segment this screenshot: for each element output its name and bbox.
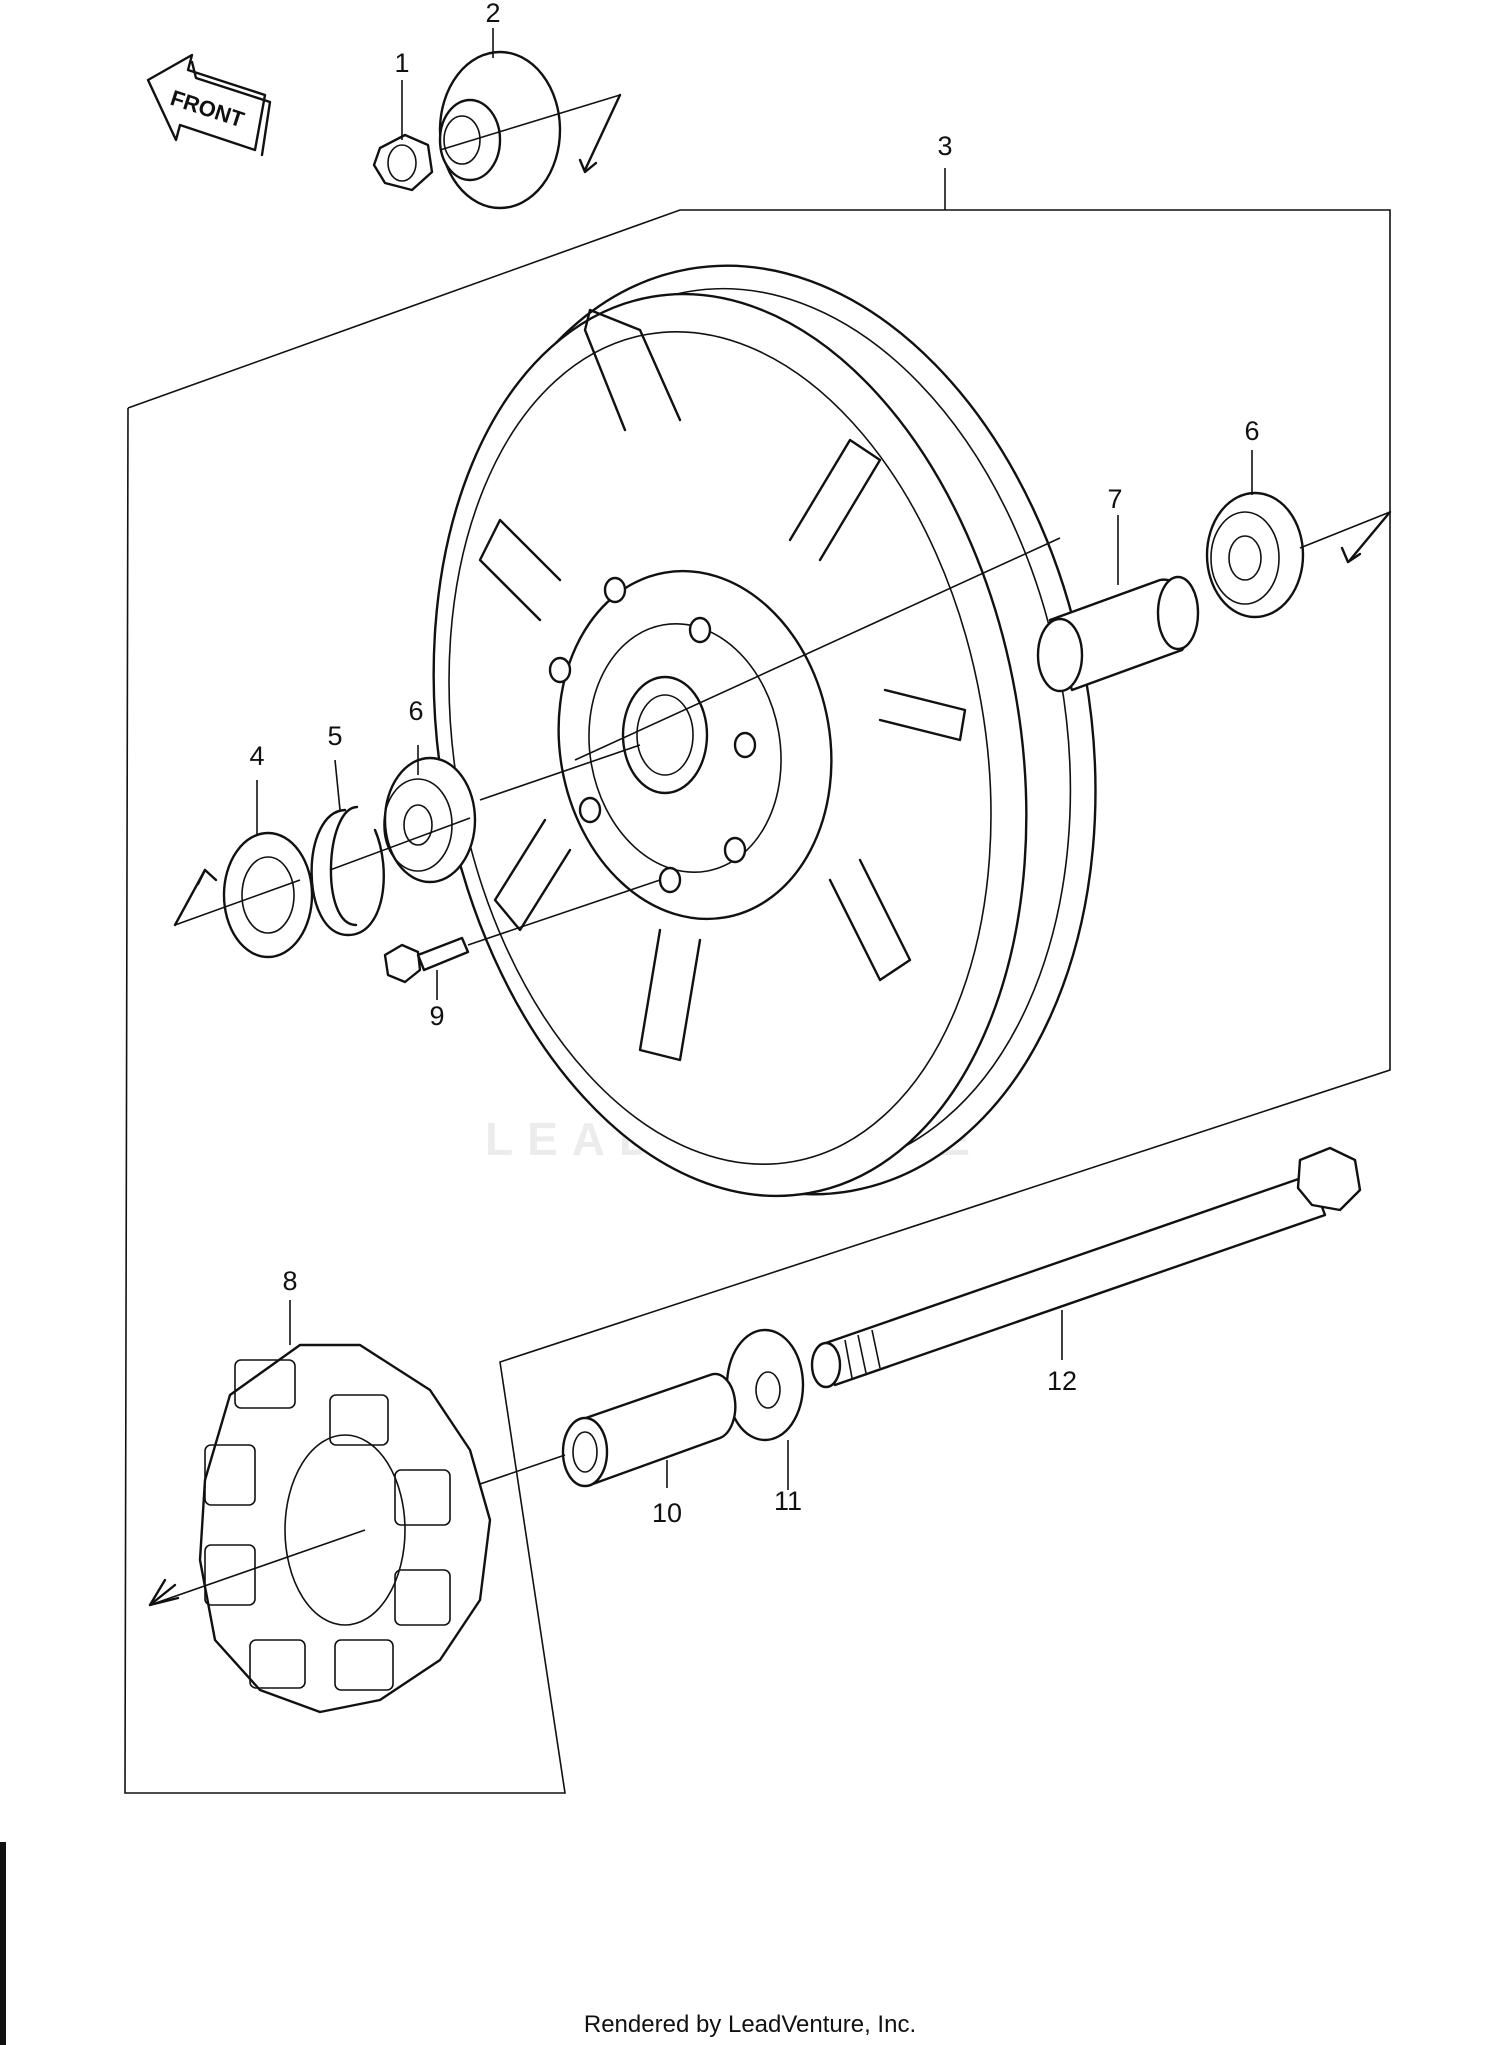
callout-12: 12 [1047,1366,1077,1396]
callout-8: 8 [282,1266,297,1296]
callout-5: 5 [327,721,342,751]
scan-edge-mark [0,1842,6,2045]
callout-10: 10 [652,1498,682,1528]
footer-credit: Rendered by LeadVenture, Inc. [584,2011,916,2038]
part-6-bearing-right [1205,491,1392,619]
part-6-bearing-left [329,756,477,884]
part-2-collar [438,50,622,210]
assembly-boundary [124,209,1391,1794]
part-10-collar [359,1372,737,1526]
part-7-collar [1036,575,1200,693]
part-8-damper [148,1343,492,1714]
callout-6-right: 6 [1244,416,1259,446]
part-3-wheel [432,264,1097,1198]
part-11-washer [725,1328,805,1442]
part-1-nut [372,133,434,192]
part-4-seal [173,831,314,959]
callout-1: 1 [394,48,409,78]
callout-7: 7 [1107,484,1122,514]
callout-4: 4 [249,741,264,771]
leader-lines [256,28,1253,1490]
callout-9: 9 [429,1001,444,1031]
callout-3: 3 [937,131,952,161]
part-5-circlip [310,805,385,937]
front-direction-arrow-icon: FRONT [146,53,272,157]
callout-11: 11 [774,1486,802,1516]
callout-2: 2 [485,0,500,28]
callout-6-left: 6 [408,696,423,726]
part-9-bolt [383,879,661,984]
part-12-axle [810,1146,1362,1389]
